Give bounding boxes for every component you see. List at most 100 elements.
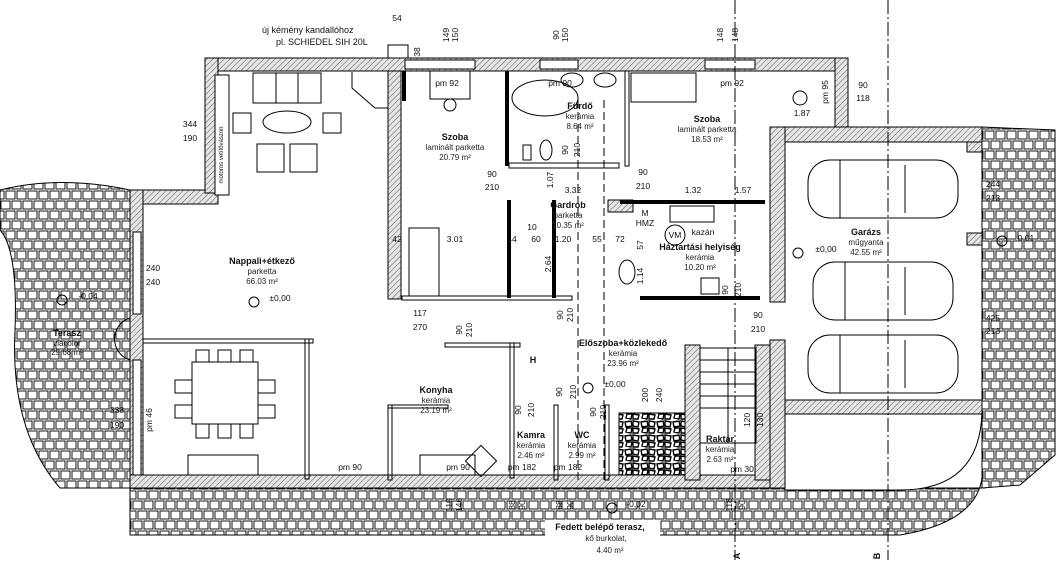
dimension-label: 3.32 xyxy=(565,185,582,195)
svg-text:kerámia: kerámia xyxy=(566,112,595,121)
dimension-label: 3.01 xyxy=(447,234,464,244)
svg-text:Raktár: Raktár xyxy=(706,434,735,444)
svg-text:Gardrob: Gardrob xyxy=(550,200,586,210)
dimension-label: 240 xyxy=(146,277,160,287)
dimension-label: 130 xyxy=(755,413,765,427)
room-furniture xyxy=(408,70,808,478)
dimension-label: 200 xyxy=(640,388,650,402)
dimension-label: 90 xyxy=(560,145,570,155)
svg-text:2.63 m²: 2.63 m² xyxy=(706,455,733,464)
svg-text:Háztartási helyiség: Háztartási helyiség xyxy=(659,242,741,252)
dimension-label: 1.87 xyxy=(794,108,811,118)
chimney-offset: 38 xyxy=(412,47,422,57)
meter-label: M xyxy=(641,208,648,218)
svg-text:23.96 m²: 23.96 m² xyxy=(607,359,639,368)
chimney-note-product: pl. SCHIEDEL SIH 20L xyxy=(276,37,368,47)
svg-text:Nappali+étkező: Nappali+étkező xyxy=(229,256,295,266)
dimension-label: 210 xyxy=(572,143,582,157)
dimension-label: 344 xyxy=(183,119,197,129)
dimension-label: 148 xyxy=(730,28,740,42)
dimension-label: 338 xyxy=(110,405,124,415)
dimension-label: 210 xyxy=(565,308,575,322)
living-furniture xyxy=(174,72,388,476)
dimension-label: 90 xyxy=(858,80,868,90)
dimension-label: 148 xyxy=(715,28,725,42)
dimension-label: 240 xyxy=(654,388,664,402)
dimension-label: 10 xyxy=(527,222,537,232)
svg-text:4.40 m²: 4.40 m² xyxy=(596,546,623,555)
svg-text:Fürdő: Fürdő xyxy=(567,101,593,111)
svg-text:kerámia: kerámia xyxy=(422,396,451,405)
svg-text:2.46 m²: 2.46 m² xyxy=(517,451,544,460)
dimension-label: 118 xyxy=(856,93,870,103)
dimension-label: 42 xyxy=(392,234,402,244)
svg-text:Kamra: Kamra xyxy=(517,430,546,440)
dimension-label: 90 xyxy=(753,310,763,320)
dimension-label: pm 90 xyxy=(446,462,470,472)
dimension-label: 210 xyxy=(485,182,499,192)
svg-text:8.64 m²: 8.64 m² xyxy=(566,122,593,131)
screen-note: motoros vetítővászon xyxy=(219,126,225,183)
dimension-label: 1.20 xyxy=(555,234,572,244)
section-marker-a: A xyxy=(732,552,742,559)
dimension-label: 190 xyxy=(183,133,197,143)
dimension-label: 149 xyxy=(441,28,451,42)
dimension-label: 1.07 xyxy=(545,171,555,188)
svg-text:±0,00: ±0,00 xyxy=(604,379,625,389)
chimney-note: új kémény kandallóhoz xyxy=(262,25,354,35)
dimension-label: 90 xyxy=(737,500,747,510)
svg-text:±0,00: ±0,00 xyxy=(269,293,290,303)
svg-text:18.53 m²: 18.53 m² xyxy=(691,135,723,144)
windows xyxy=(114,59,756,476)
svg-text:WC: WC xyxy=(575,430,590,440)
dimension-label: pm 90 xyxy=(548,78,572,88)
dimension-label: 210 xyxy=(598,405,608,419)
svg-text:kerámia: kerámia xyxy=(686,253,715,262)
right-paving xyxy=(981,126,1056,489)
dimension-label: 90 xyxy=(565,500,575,510)
dimension-label: 240 xyxy=(146,263,160,273)
dimension-label: 72 xyxy=(615,234,625,244)
svg-text:laminált parketta: laminált parketta xyxy=(678,125,737,134)
dimension-label: 2.64 xyxy=(543,255,553,272)
dimension-label: pm 182 xyxy=(554,462,583,472)
dimension-label: 425 xyxy=(986,313,1000,323)
svg-text:10.20 m²: 10.20 m² xyxy=(684,263,716,272)
vm-label: VM xyxy=(669,230,682,240)
dimension-label: 190 xyxy=(110,420,124,430)
section-lines xyxy=(577,0,889,560)
dimension-label: pm 92 xyxy=(435,78,459,88)
dimension-label: 119 xyxy=(444,498,454,512)
svg-text:Előszoba+közlekedő: Előszoba+közlekedő xyxy=(579,338,668,348)
chimney-dim: 54 xyxy=(392,13,402,23)
svg-text:66.03 m²: 66.03 m² xyxy=(246,277,278,286)
dimension-label: 210 xyxy=(568,385,578,399)
dimension-label: 244 xyxy=(986,179,1000,189)
svg-text:2.99 m²: 2.99 m² xyxy=(568,451,595,460)
svg-text:20.79 m²: 20.79 m² xyxy=(439,153,471,162)
svg-text:parketta: parketta xyxy=(248,267,277,276)
level-marks: ±0,00 -0,04 ±0,00 ±0,00 0,01 -0,02 xyxy=(56,233,1035,514)
dimension-label: 90 xyxy=(487,169,497,179)
dimension-label: pm 95 xyxy=(820,80,830,104)
meter-label-2: HMZ xyxy=(636,218,654,228)
dimension-label: 57 xyxy=(635,240,645,250)
dimension-label: 90 xyxy=(588,407,598,417)
dimension-label: 90 xyxy=(638,167,648,177)
dimension-label: 1.14 xyxy=(635,267,645,284)
dimension-label: pm 90 xyxy=(338,462,362,472)
dimension-label: 118 xyxy=(724,498,734,512)
garage-apron xyxy=(784,411,983,491)
